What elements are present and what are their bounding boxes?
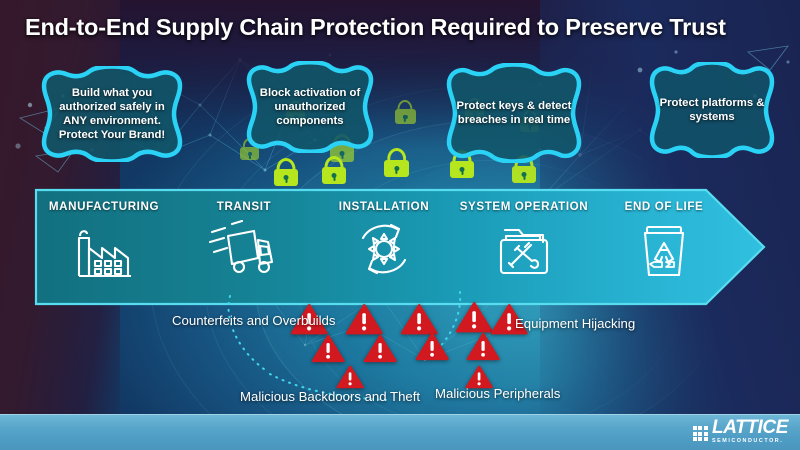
callout-text: Protect platforms & systems (659, 96, 765, 123)
callout-protect-platforms[interactable]: Protect platforms & systems (641, 62, 783, 158)
threat-text: Equipment Hijacking (515, 316, 636, 331)
warning-triangle-icon (335, 364, 365, 390)
warning-triangle-icon (289, 302, 329, 337)
warning-triangle-icon (489, 302, 529, 337)
folder-tools-icon (493, 220, 555, 278)
lock-icon (322, 156, 346, 184)
lock-icon (395, 100, 416, 125)
stage-installation[interactable]: INSTALLATION (314, 188, 454, 306)
threat-label-equipment-hijacking: Equipment Hijacking (515, 316, 635, 332)
lock-icon (384, 148, 410, 178)
gear-refresh-icon (353, 220, 415, 278)
stage-label: TRANSIT (216, 200, 272, 213)
warning-triangle-icon (414, 331, 450, 363)
stage-end-of-life[interactable]: END OF LIFE (594, 188, 734, 306)
stage-label: SYSTEM OPERATION (459, 200, 589, 213)
footer-bar (0, 414, 800, 450)
threat-connectors (227, 295, 391, 401)
warning-triangle-icon (399, 302, 439, 337)
warning-triangle-icon (465, 331, 501, 363)
logo-grid-icon (692, 426, 708, 441)
stage-transit[interactable]: TRANSIT (174, 188, 314, 306)
factory-icon (69, 220, 139, 278)
logo-wordmark: LATTICE (711, 417, 788, 438)
warning-triangle-icon (362, 333, 398, 365)
threat-text: Malicious Backdoors and Theft (240, 389, 421, 404)
lifecycle-stage-list: MANUFACTURING (34, 188, 734, 306)
stage-manufacturing[interactable]: MANUFACTURING (34, 188, 174, 306)
threat-label-malicious-backdoors: Malicious Backdoors and Theft (240, 389, 420, 405)
stage-system-operation[interactable]: SYSTEM OPERATION (454, 188, 594, 306)
callout-block-activation[interactable]: Block activation of unauthorized compone… (238, 61, 382, 153)
threat-text: Counterfeits and Overbuilds (172, 313, 336, 328)
callout-build-authorized[interactable]: Build what you authorized safely in ANY … (32, 66, 192, 162)
threat-label-counterfeits: Counterfeits and Overbuilds (172, 313, 335, 329)
logo-tagline: SEMICONDUCTOR. (711, 438, 784, 444)
recycle-bin-icon (635, 220, 693, 278)
threat-label-malicious-peripherals: Malicious Peripherals (435, 386, 560, 402)
arrow-shape (34, 188, 766, 306)
callout-text: Build what you authorized safely in ANY … (58, 86, 166, 142)
threat-text: Malicious Peripherals (435, 386, 561, 401)
lifecycle-arrow: MANUFACTURING (34, 188, 766, 306)
warning-triangle-icon (344, 302, 384, 337)
lock-icon (274, 158, 298, 186)
callout-text: Block activation of unauthorized compone… (259, 86, 361, 128)
warning-triangle-icon (464, 364, 494, 390)
warning-triangle-icon (454, 300, 494, 335)
stage-label: INSTALLATION (338, 200, 430, 213)
callout-protect-keys[interactable]: Protect keys & detect breaches in real t… (438, 63, 590, 163)
warning-triangle-icon (310, 333, 346, 365)
lattice-logo: LATTICE SEMICONDUCTOR. (692, 417, 788, 444)
callout-text: Protect keys & detect breaches in real t… (456, 99, 572, 126)
stage-label: END OF LIFE (624, 200, 704, 213)
truck-icon (208, 220, 280, 278)
page-title: End-to-End Supply Chain Protection Requi… (25, 14, 726, 40)
stage-label: MANUFACTURING (48, 200, 160, 213)
